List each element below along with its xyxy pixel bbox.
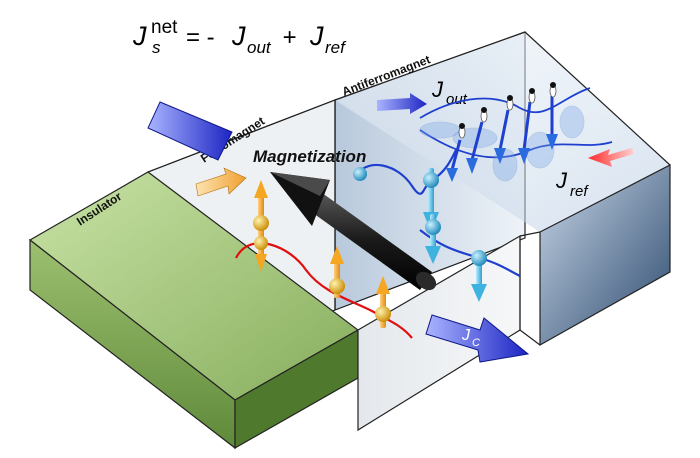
j-out-arrow xyxy=(377,93,427,114)
equation-term2-sub: ref xyxy=(325,38,347,57)
fm-bottom-edge xyxy=(519,329,541,346)
equation-lhs-sub: s xyxy=(152,38,161,57)
ferromagnet-spins xyxy=(253,180,391,328)
ferromagnet-current-arrow xyxy=(195,167,247,197)
equation-lhs-sup: net xyxy=(151,17,178,38)
j-c-label: J xyxy=(461,327,471,344)
equation-term1-sub: out xyxy=(247,38,272,57)
afm-spin-ball-left xyxy=(353,167,367,181)
magnetization-arrow xyxy=(270,172,437,291)
antiferromagnet-front-face xyxy=(539,164,671,347)
equation-op: + xyxy=(276,24,303,51)
afm-edge xyxy=(524,31,671,166)
j-ref-label: J xyxy=(555,168,568,193)
equation: J net s = - J out + J ref xyxy=(132,17,347,57)
afm-spin-wave xyxy=(419,82,613,182)
incoming-current-slab xyxy=(147,101,233,161)
j-c-sub: C xyxy=(472,337,480,349)
j-ref-sub: ref xyxy=(570,183,589,200)
fm-spin-2 xyxy=(329,246,345,298)
fm-spin-3 xyxy=(375,276,391,328)
equation-term1: J xyxy=(231,21,246,51)
afm-spin-2 xyxy=(425,214,441,264)
charge-current-arrow xyxy=(425,314,530,363)
equation-rhs-prefix: = - xyxy=(186,24,221,51)
magnetization-label: Magnetization xyxy=(253,147,366,166)
j-ref-arrow xyxy=(588,148,634,167)
fm-spin-1 xyxy=(253,180,269,272)
afm-edge-join xyxy=(519,231,541,237)
afm-spin-3 xyxy=(471,250,487,302)
afm-interface-spins xyxy=(353,167,487,302)
equation-term2: J xyxy=(309,21,324,51)
interface-spin-path-upper xyxy=(357,149,457,195)
j-out-label: J xyxy=(431,77,444,102)
equation-lhs: J xyxy=(132,21,147,51)
j-out-sub: out xyxy=(446,91,468,108)
